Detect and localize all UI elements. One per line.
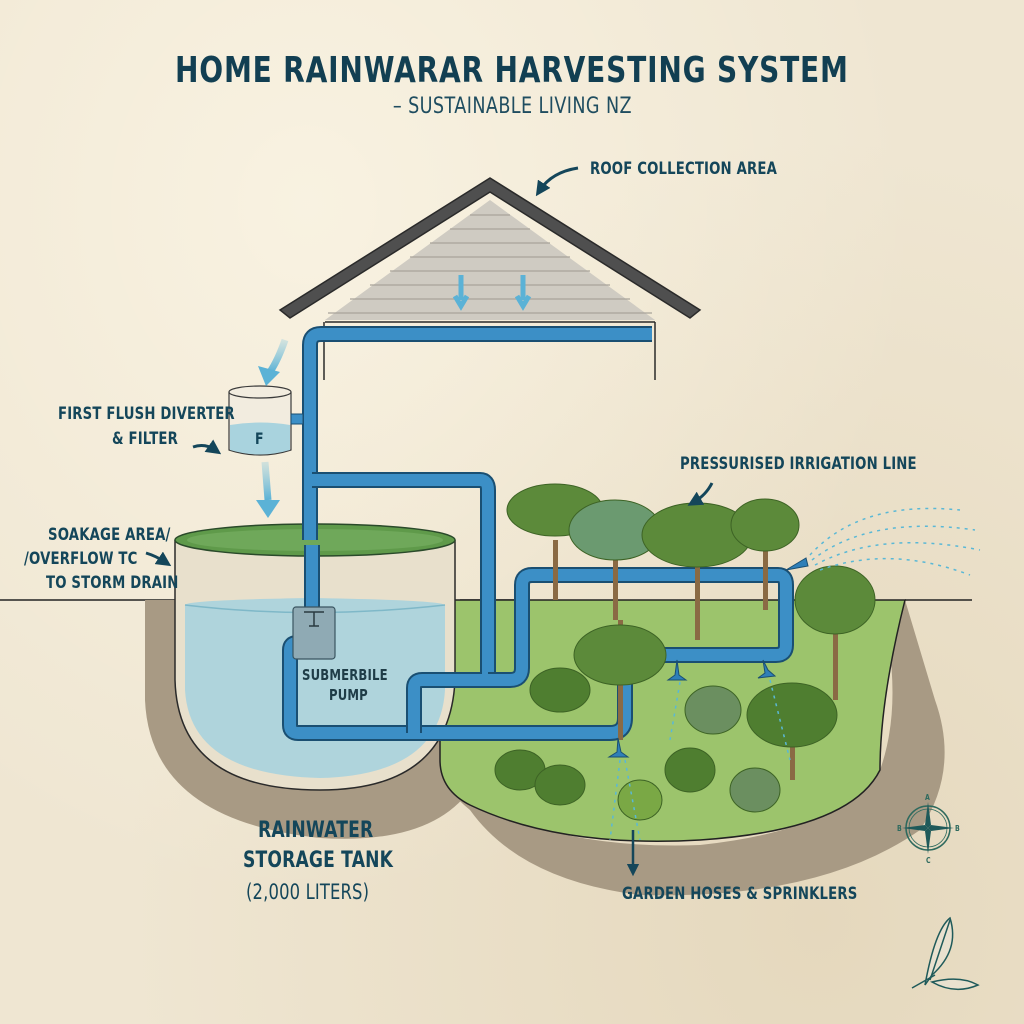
irrigation-line-label: PRESSURISED IRRIGATION LINE [680, 454, 917, 474]
roof-collection-label: ROOF COLLECTION AREA [590, 159, 778, 179]
rain-down-arrows [452, 275, 532, 311]
compass-east: B [955, 824, 960, 833]
sprinkler-icon [607, 557, 809, 758]
compass-west: B [897, 824, 902, 833]
filter-marker: F [255, 429, 264, 448]
label-arrows [145, 166, 714, 567]
soakage-label-line3: TO STORM DRAIN [46, 573, 179, 593]
tank-label-line1: RAINWATER [258, 818, 374, 843]
pump-label-line1: SUBMERBILE [302, 666, 388, 684]
first-flush-label-line1: FIRST FLUSH DIVERTER [58, 404, 235, 424]
pump-label-line2: PUMP [329, 686, 368, 704]
water-spray [609, 507, 981, 841]
page-subtitle: – SUSTAINABLE LIVING NZ [392, 94, 632, 119]
tank-label-line2: STORAGE TANK [243, 848, 394, 873]
filter-canister-icon [228, 385, 304, 456]
flow-arrows [256, 338, 289, 518]
compass-south: C [926, 856, 931, 865]
soakage-label-line1: SOAKAGE AREA/ [48, 525, 171, 545]
plant-icon [494, 483, 876, 821]
first-flush-label-line2: & FILTER [112, 429, 178, 449]
compass-north: A [925, 793, 930, 802]
garden-hoses-label: GARDEN HOSES & SPRINKLERS [622, 884, 858, 904]
tank-capacity-label: (2,000 LITERS) [246, 880, 370, 904]
compass-rose-icon [902, 802, 954, 854]
soakage-label-line2: /OVERFLOW TC [24, 549, 138, 569]
house-roof-icon [278, 177, 702, 380]
leaf-logo-icon [911, 916, 980, 991]
submersible-pump-icon [292, 606, 336, 660]
page-title: HOME RAINWARAR HARVESTING SYSTEM [175, 50, 849, 91]
